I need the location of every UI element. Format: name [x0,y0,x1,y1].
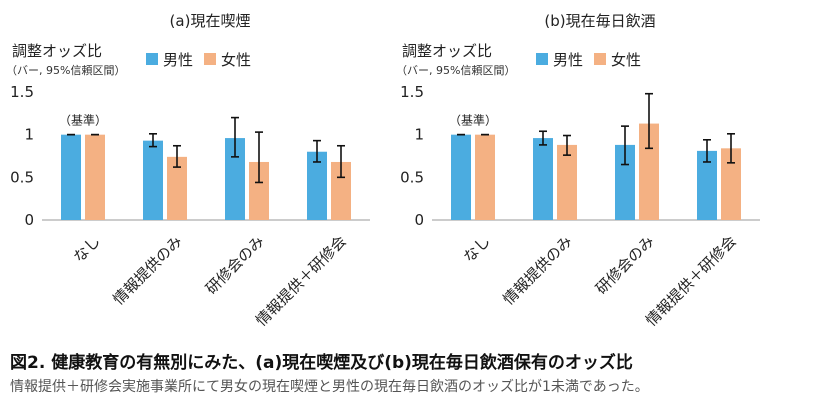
legend-label: 男性 [553,51,583,69]
y-axis-sublabel: （バー, 95%信頼区間） [6,64,125,77]
legend-label: 男性 [163,51,193,69]
bar-male [615,144,635,220]
y-tick-label: 1 [414,126,424,144]
y-tick-label: 0 [24,211,34,229]
bar-female [475,134,495,220]
bar-female [167,156,187,220]
bar-female [639,123,659,220]
reference-annotation: （基準） [59,113,107,128]
y-tick-label: 0 [414,211,424,229]
y-tick-label: 0.5 [400,168,424,186]
x-tick-label: 情報提供のみ [499,232,575,308]
y-tick-label: 0.5 [10,168,34,186]
legend-swatch-female [594,53,606,65]
x-tick-label: 研修会のみ [202,232,268,298]
bar-female [557,144,577,220]
y-tick-label: 1.5 [400,83,424,101]
x-tick-label: なし [70,232,104,266]
x-tick-label: 情報提供＋研修会 [252,232,350,330]
legend-label: 女性 [611,51,641,69]
x-tick-label: 研修会のみ [592,232,658,298]
x-tick-label: 情報提供のみ [109,232,185,308]
bar-male [225,138,245,220]
legend-swatch-female [204,53,216,65]
bar-female [331,161,351,220]
x-tick-label: なし [460,232,494,266]
y-axis-sublabel: （バー, 95%信頼区間） [396,64,515,77]
y-tick-label: 1 [24,126,34,144]
figure-caption: 図2. 健康教育の有無別にみた、(a)現在喫煙及び(b)現在毎日飲酒保有のオッズ… [10,353,633,373]
reference-annotation: （基準） [449,113,497,128]
y-axis-label: 調整オッズ比 [402,42,492,60]
bar-male [533,138,553,220]
bar-female [721,148,741,220]
y-axis-label: 調整オッズ比 [12,42,102,60]
legend-swatch-male [146,53,158,65]
bar-male [451,134,471,220]
bar-male [61,134,81,220]
legend-swatch-male [536,53,548,65]
bar-female [249,161,269,220]
bar-male [697,150,717,220]
bar-male [307,151,327,220]
chart-title: (b)現在毎日飲酒 [544,12,655,30]
bar-male [143,140,163,220]
chart-title: (a)現在喫煙 [170,12,251,30]
legend-label: 女性 [221,51,251,69]
x-tick-label: 情報提供＋研修会 [642,232,740,330]
figure-note: 情報提供＋研修会実施事業所にて男女の現在喫煙と男性の現在毎日飲酒のオッズ比が1未… [10,379,649,395]
bar-female [85,134,105,220]
y-tick-label: 1.5 [10,83,34,101]
